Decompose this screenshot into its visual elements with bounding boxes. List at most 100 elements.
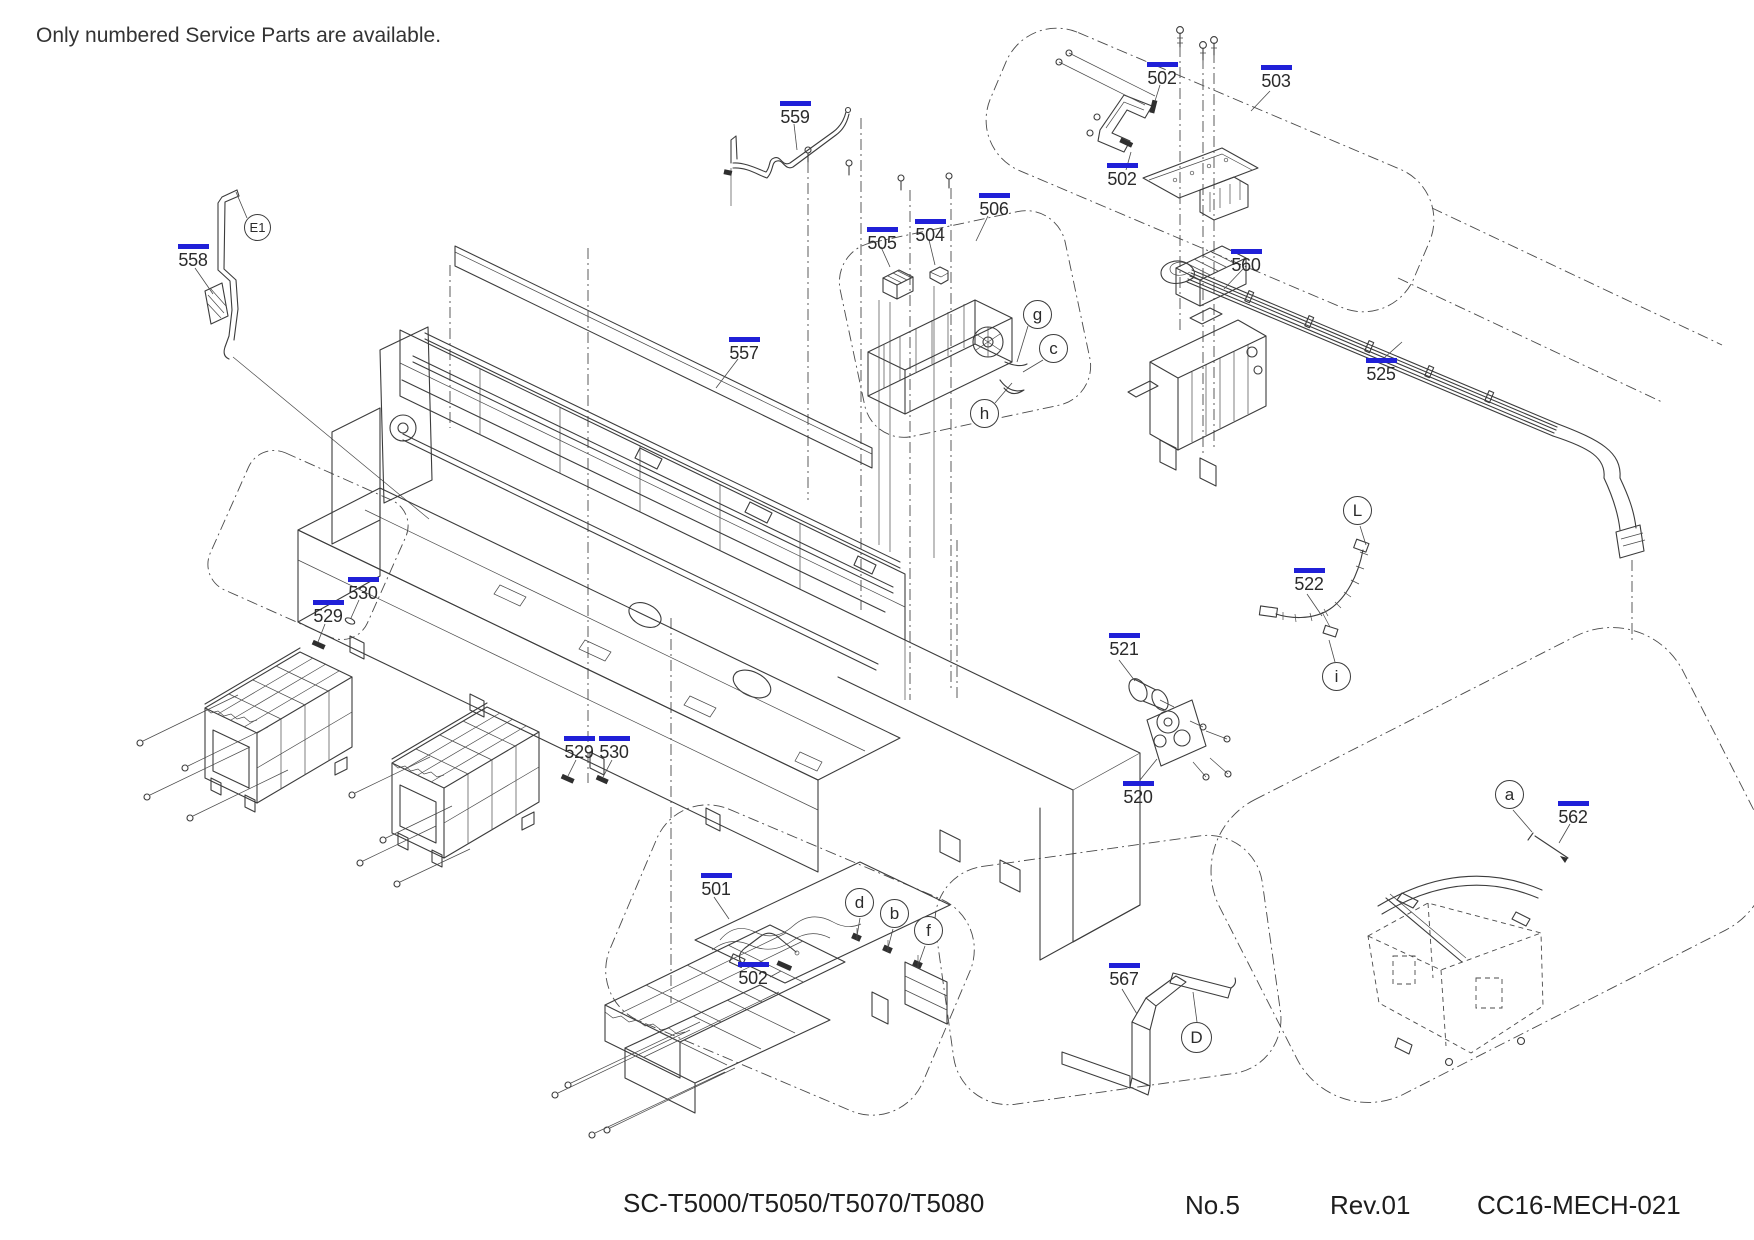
part-label-520: 520 (1116, 781, 1160, 806)
part-label-underline (1293, 568, 1325, 573)
leader-lines (195, 85, 1570, 1022)
motor-521 (1125, 676, 1174, 713)
callout-circle-d: d (845, 888, 874, 917)
footer-sheet-number: No.5 (1185, 1190, 1240, 1220)
part-558-ribbon (205, 190, 429, 519)
callout-circle-c: c (1039, 334, 1068, 363)
part-number: 502 (1147, 68, 1177, 88)
part-label-529: 529 (306, 600, 350, 625)
part-number: 557 (729, 343, 759, 363)
part-label-557: 557 (722, 337, 766, 362)
printhead-assembly (868, 267, 1027, 558)
callout-circle-D: D (1181, 1022, 1212, 1053)
carriage-assembly (605, 862, 950, 1113)
screws (137, 27, 1231, 1138)
footer-doc-code: CC16-MECH-021 (1477, 1190, 1681, 1220)
part-label-503: 503 (1254, 65, 1298, 90)
part-label-underline (312, 600, 344, 605)
part-567 (1062, 973, 1236, 1095)
part-525-cable (1161, 261, 1645, 558)
part-label-522: 522 (1287, 568, 1331, 593)
callout-circle-f: f (914, 916, 943, 945)
part-label-underline (866, 227, 898, 232)
part-label-504: 504 (908, 219, 952, 244)
part-label-underline (1108, 963, 1140, 968)
part-559-tube (723, 108, 850, 207)
part-label-529: 529 (557, 736, 601, 761)
part-number: 504 (915, 225, 945, 245)
page-note: Only numbered Service Parts are availabl… (36, 24, 442, 47)
part-label-506: 506 (972, 193, 1016, 218)
part-number: 520 (1123, 787, 1153, 807)
group-regions (199, 11, 1754, 1132)
footer-model: SC-T5000/T5050/T5070/T5080 (623, 1188, 985, 1218)
tray-assembly-1 (204, 647, 353, 813)
part-label-560: 560 (1224, 249, 1268, 274)
part-522-cable (1259, 539, 1369, 637)
part-label-underline (1106, 163, 1138, 168)
part-label-underline (700, 873, 732, 878)
part-label-559: 559 (773, 101, 817, 126)
ink-supply-assembly (1128, 308, 1266, 486)
part-number: 525 (1366, 364, 1396, 384)
parts-529-530 (311, 617, 609, 785)
part-560-damper (1176, 246, 1246, 306)
part-label-558: 558 (171, 244, 215, 269)
part-label-502: 502 (1100, 163, 1144, 188)
part-label-521: 521 (1102, 633, 1146, 658)
part-label-502: 502 (731, 962, 775, 987)
gear-unit-520 (1147, 700, 1228, 777)
part-label-underline (914, 219, 946, 224)
part-label-501: 501 (694, 873, 738, 898)
part-number: 530 (599, 742, 629, 762)
part-number: 502 (738, 968, 768, 988)
part-number: 505 (867, 233, 897, 253)
part-label-567: 567 (1102, 963, 1146, 988)
part-label-underline (1122, 781, 1154, 786)
callout-circle-b: b (880, 899, 909, 928)
part-number: 529 (313, 606, 343, 626)
part-number: 529 (564, 742, 594, 762)
part-number: 562 (1558, 807, 1588, 827)
callout-circle-i: i (1322, 662, 1351, 691)
part-label-underline (347, 577, 379, 582)
part-label-underline (779, 101, 811, 106)
part-number: 521 (1109, 639, 1139, 659)
part-label-underline (1230, 249, 1262, 254)
footer-revision: Rev.01 (1330, 1190, 1411, 1220)
part-label-underline (563, 736, 595, 741)
part-number: 503 (1261, 71, 1291, 91)
part-number: 558 (178, 250, 208, 270)
part-number: 501 (701, 879, 731, 899)
spindle-holder-assembly (1368, 833, 1568, 1066)
part-label-525: 525 (1359, 358, 1403, 383)
callout-circle-h: h (970, 399, 999, 428)
part-number: 506 (979, 199, 1009, 219)
part-label-underline (1260, 65, 1292, 70)
part-label-562: 562 (1551, 801, 1595, 826)
part-label-underline (1108, 633, 1140, 638)
part-label-505: 505 (860, 227, 904, 252)
main-chassis (298, 246, 1140, 960)
part-label-underline (737, 962, 769, 967)
part-label-underline (978, 193, 1010, 198)
callout-circle-g: g (1023, 300, 1052, 329)
callout-circle-a: a (1495, 780, 1524, 809)
callout-circle-E1: E1 (244, 214, 271, 241)
part-number: 567 (1109, 969, 1139, 989)
part-label-underline (177, 244, 209, 249)
bracket-502-503 (1059, 53, 1258, 220)
part-number: 522 (1294, 574, 1324, 594)
part-number: 530 (348, 583, 378, 603)
part-label-530: 530 (341, 577, 385, 602)
part-label-underline (1365, 358, 1397, 363)
part-number: 559 (780, 107, 810, 127)
callout-circle-L: L (1343, 496, 1372, 525)
part-number: 502 (1107, 169, 1137, 189)
part-label-underline (728, 337, 760, 342)
part-label-502: 502 (1140, 62, 1184, 87)
part-label-underline (1146, 62, 1178, 67)
part-label-underline (1557, 801, 1589, 806)
